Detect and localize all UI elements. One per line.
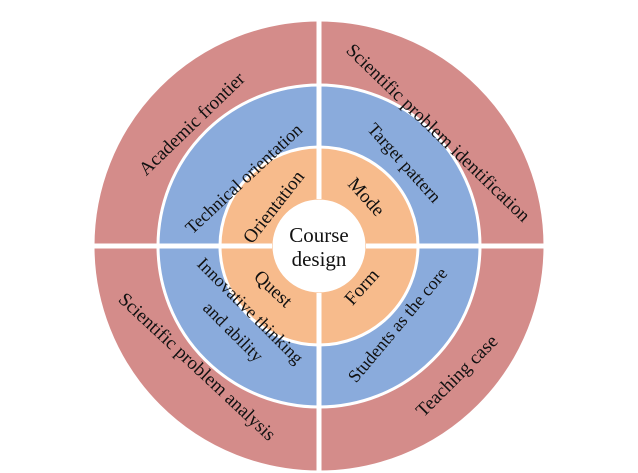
center-circle xyxy=(272,199,366,293)
center-label-line2: design xyxy=(292,247,347,271)
center-label-line1: Course xyxy=(289,223,349,247)
